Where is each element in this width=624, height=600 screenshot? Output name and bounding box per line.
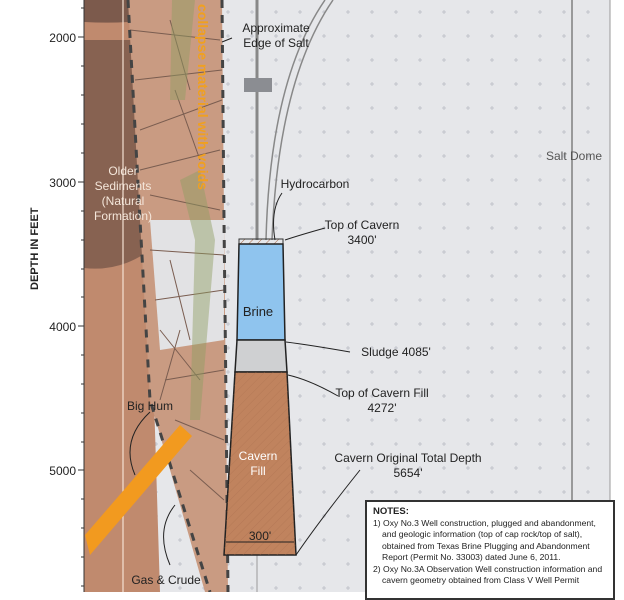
tick-2000: 2000 — [49, 31, 76, 45]
older-sediments-label: Older — [108, 164, 137, 178]
sludge-label: Sludge 4085' — [361, 345, 431, 359]
top-of-fill-depth: 4272' — [368, 401, 397, 415]
salt-dome-label: Salt Dome — [546, 149, 602, 163]
original-depth-value: 5654' — [394, 466, 423, 480]
brine-zone — [236, 243, 286, 341]
notes-box: NOTES: 1) Oxy No.3 Well construction, pl… — [365, 500, 615, 600]
collapse-label: collapse material with voids — [195, 4, 211, 190]
note-item: 1) Oxy No.3 Well construction, plugged a… — [373, 517, 596, 563]
notes-title: NOTES: — [373, 506, 409, 517]
tick-3000: 3000 — [49, 176, 76, 190]
cavern-fill-label-2: Fill — [250, 464, 265, 478]
original-depth-label: Cavern Original Total Depth — [334, 451, 481, 465]
gas-crude-label: Gas & Crude — [131, 573, 201, 587]
edge-of-salt-label: Approximate — [242, 21, 310, 35]
hydrocarbon-label: Hydrocarbon — [281, 177, 350, 191]
tick-4000: 4000 — [49, 320, 76, 334]
brine-label: Brine — [243, 304, 273, 319]
older-sediments-label-2: Sediments — [95, 179, 152, 193]
sludge-zone — [234, 339, 288, 373]
cavern-fill-label: Cavern — [239, 449, 278, 463]
hydrocarbon-lines — [265, 0, 334, 241]
tick-5000: 5000 — [49, 464, 76, 478]
well-plug — [244, 78, 272, 92]
axis-title: DEPTH IN FEET — [29, 207, 41, 290]
big-hum-label: Big Hum — [127, 399, 173, 413]
older-sediments-label-4: Formation) — [94, 209, 152, 223]
note-item: 2) Oxy No.3A Observation Well constructi… — [373, 563, 603, 586]
big-hum-formation — [85, 425, 192, 555]
collapse-boundary-left — [126, 0, 212, 592]
top-of-cavern-depth: 3400' — [348, 233, 377, 247]
cavern-width-label: 300' — [249, 529, 271, 543]
edge-of-salt-label-2: Edge of Salt — [243, 36, 309, 50]
top-of-fill-label: Top of Cavern Fill — [335, 386, 428, 400]
older-sediments-label-3: (Natural — [102, 194, 145, 208]
top-of-cavern-label: Top of Cavern — [325, 218, 400, 232]
